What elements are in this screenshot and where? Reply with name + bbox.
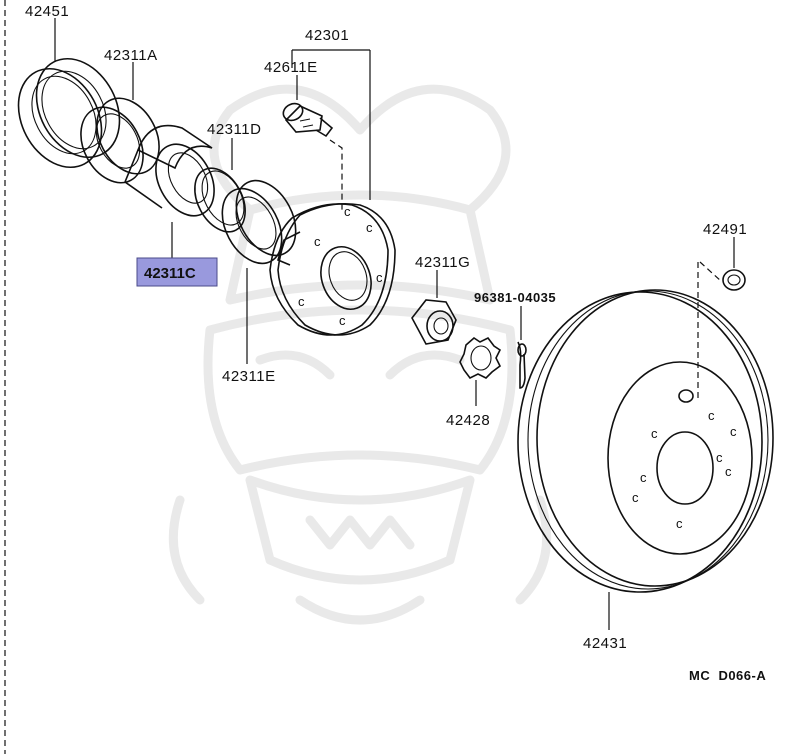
part-42491-plug[interactable] xyxy=(722,269,746,291)
part-96381-04035-cotter-pin[interactable] xyxy=(517,341,527,389)
svg-text:c: c xyxy=(632,490,639,505)
dash-bolt-to-hub xyxy=(329,139,343,210)
part-42301-rear-axle-hub[interactable]: c c c c c c xyxy=(269,202,396,336)
part-42428-lock-cap[interactable] xyxy=(459,336,502,380)
label-42451[interactable]: 42451 xyxy=(25,3,69,20)
part-42311G-nut[interactable] xyxy=(411,299,457,345)
watermark-logo xyxy=(168,84,552,625)
svg-text:c: c xyxy=(376,270,383,285)
svg-text:c: c xyxy=(708,408,715,423)
part-42611E-hub-bolt[interactable] xyxy=(281,101,334,138)
svg-text:c: c xyxy=(344,204,351,219)
svg-text:c: c xyxy=(725,464,732,479)
label-96381-04035[interactable]: 96381-04035 xyxy=(474,290,556,305)
svg-text:c: c xyxy=(716,450,723,465)
diagram-code: MC D066-A xyxy=(689,668,766,683)
svg-text:c: c xyxy=(314,234,321,249)
label-42301[interactable]: 42301 xyxy=(305,27,349,44)
svg-text:c: c xyxy=(339,313,346,328)
label-42311C[interactable]: 42311C xyxy=(144,265,196,282)
label-42311C-highlight[interactable]: 42311C xyxy=(136,257,218,287)
label-42311A[interactable]: 42311A xyxy=(104,47,158,64)
label-42311D[interactable]: 42311D xyxy=(207,121,261,138)
label-42311E[interactable]: 42311E xyxy=(222,368,276,385)
svg-text:c: c xyxy=(676,516,683,531)
part-42431-brake-disc[interactable]: c c c c c c c c xyxy=(517,289,774,593)
svg-text:c: c xyxy=(640,470,647,485)
svg-text:c: c xyxy=(730,424,737,439)
label-42611E[interactable]: 42611E xyxy=(264,59,318,76)
dash-plug-angle xyxy=(699,261,723,283)
label-42431[interactable]: 42431 xyxy=(583,635,627,652)
leader-42301 xyxy=(291,49,371,200)
svg-text:c: c xyxy=(366,220,373,235)
label-42311G[interactable]: 42311G xyxy=(415,254,470,271)
label-42428[interactable]: 42428 xyxy=(446,412,490,429)
highlight-box xyxy=(136,257,218,287)
svg-text:c: c xyxy=(651,426,658,441)
svg-text:c: c xyxy=(298,294,305,309)
label-42491[interactable]: 42491 xyxy=(703,221,747,238)
part-42451-oil-seal[interactable] xyxy=(2,44,136,182)
